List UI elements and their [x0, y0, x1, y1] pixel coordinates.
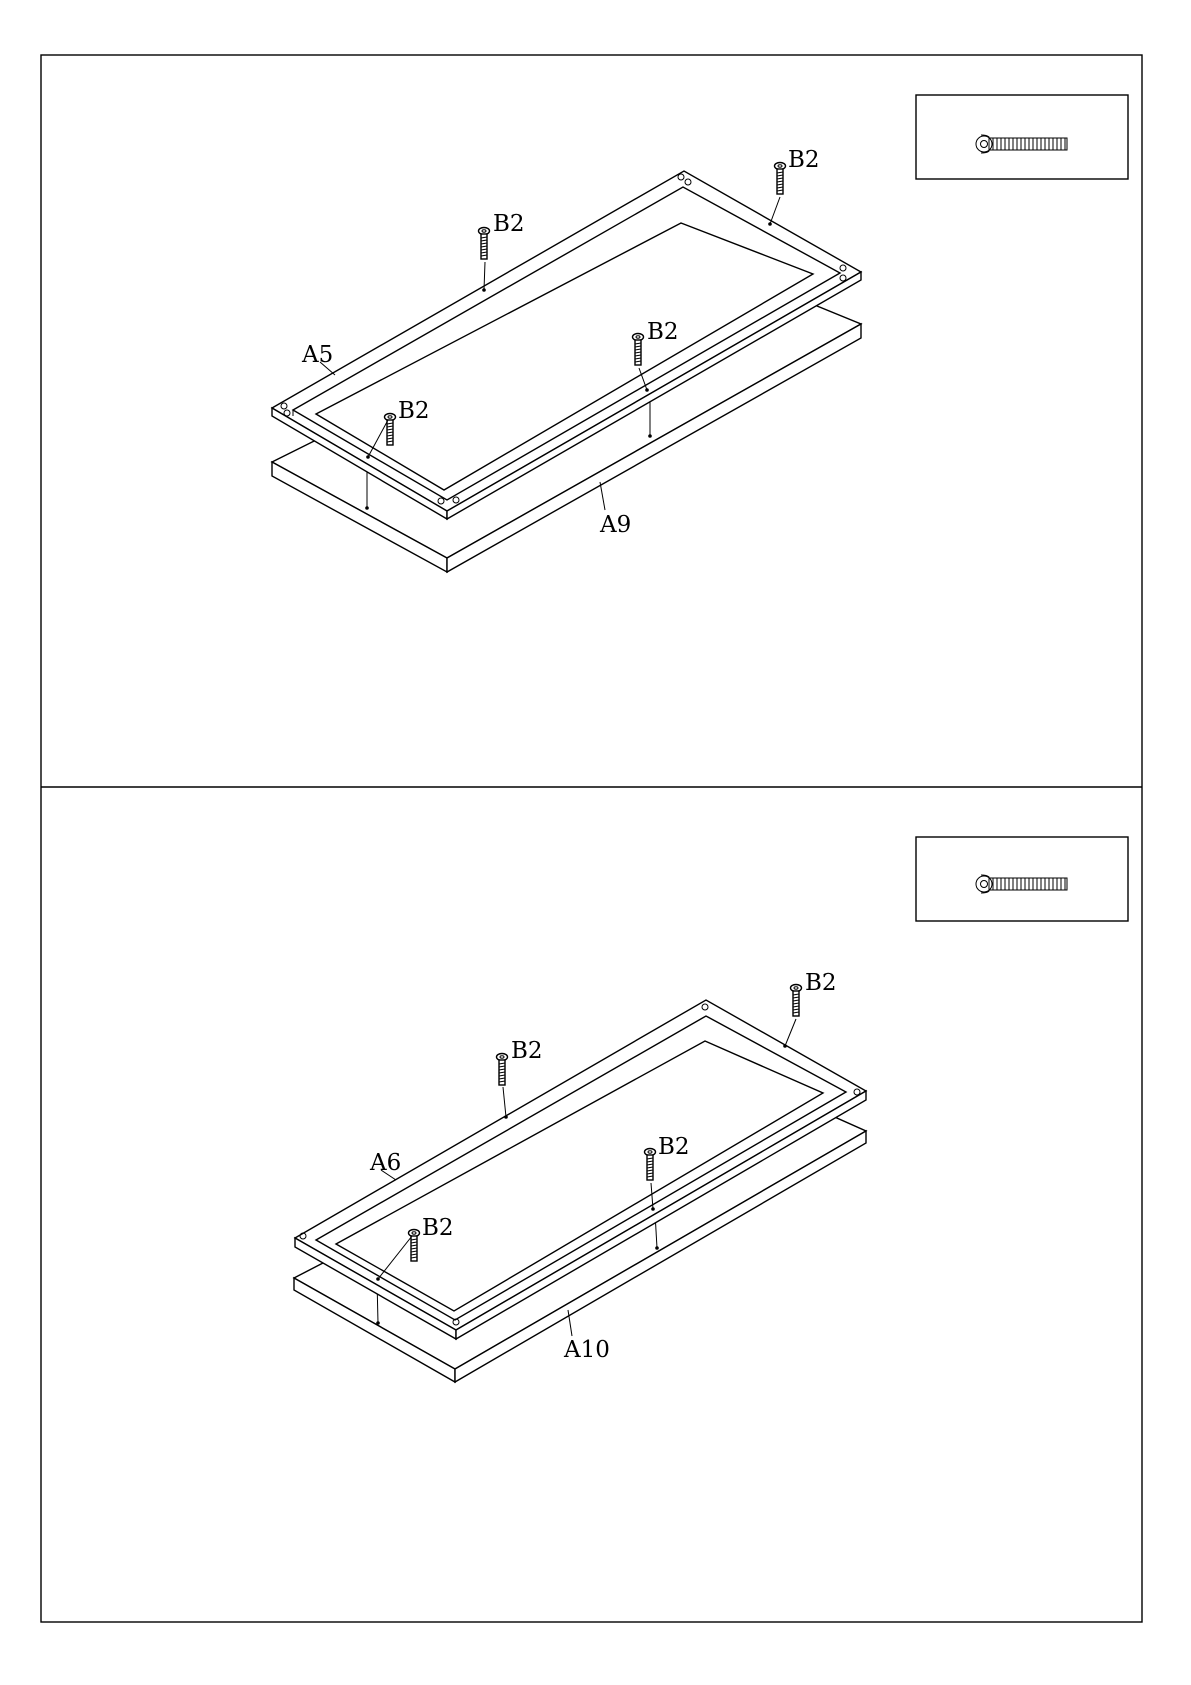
screw-label: B2 [788, 147, 820, 173]
screw-icon [976, 875, 1067, 893]
screw-icon [497, 1054, 508, 1086]
screw-label: B2 [398, 398, 430, 424]
screw-icon [791, 985, 802, 1017]
screw-label: B2 [647, 319, 679, 345]
part-label-frame: A5 [301, 342, 333, 368]
part-label-frame: A6 [369, 1150, 401, 1176]
screw-icon [775, 163, 786, 195]
screw-icon [976, 135, 1067, 153]
screw-label: B2 [493, 211, 525, 237]
screw-label: B2 [511, 1038, 543, 1064]
part-label-panel: A10 [563, 1337, 610, 1363]
screw-label: B2 [422, 1215, 454, 1241]
screw-label: B2 [805, 970, 837, 996]
hardware-callout-box [916, 837, 1128, 921]
step-1: A5 A9 B2 B2 B2 B2 [272, 95, 1128, 572]
part-label-panel: A9 [599, 512, 631, 538]
hardware-callout-box [916, 95, 1128, 179]
screw-label: B2 [658, 1134, 690, 1160]
screw-icon [479, 228, 490, 260]
step-2: A6 A10 B2 B2 B2 B2 [294, 837, 1128, 1382]
